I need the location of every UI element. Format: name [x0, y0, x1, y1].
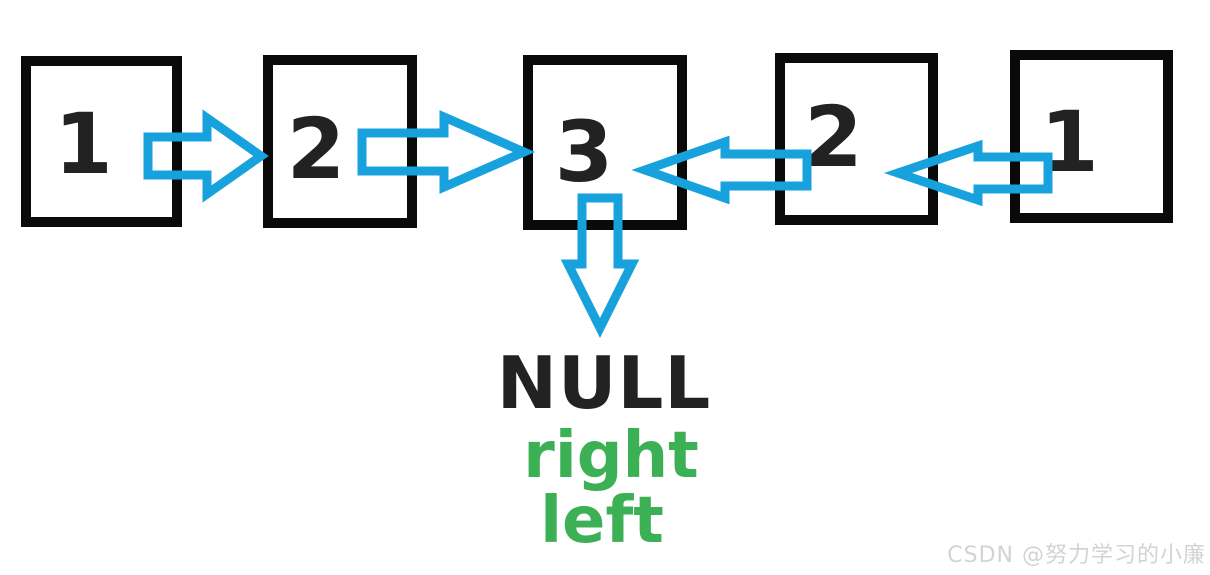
list-node-2: 2	[263, 55, 417, 228]
null-label: NULL	[496, 341, 712, 425]
right-pointer-label: right	[523, 419, 699, 493]
left-arrow-icon	[883, 139, 1053, 207]
csdn-watermark: CSDN @努力学习的小廉	[947, 543, 1206, 568]
node-value: 3	[554, 102, 614, 201]
right-arrow-icon	[357, 110, 536, 194]
right-arrow-icon	[143, 109, 269, 203]
node-value: 1	[54, 94, 113, 193]
list-node-4: 2	[775, 53, 938, 225]
left-pointer-label: left	[540, 484, 664, 558]
down-arrow-icon	[560, 193, 640, 339]
left-arrow-icon	[631, 135, 812, 205]
node-value: 2	[804, 88, 863, 186]
node-value: 2	[286, 99, 346, 198]
list-node-3: 3	[523, 55, 687, 230]
